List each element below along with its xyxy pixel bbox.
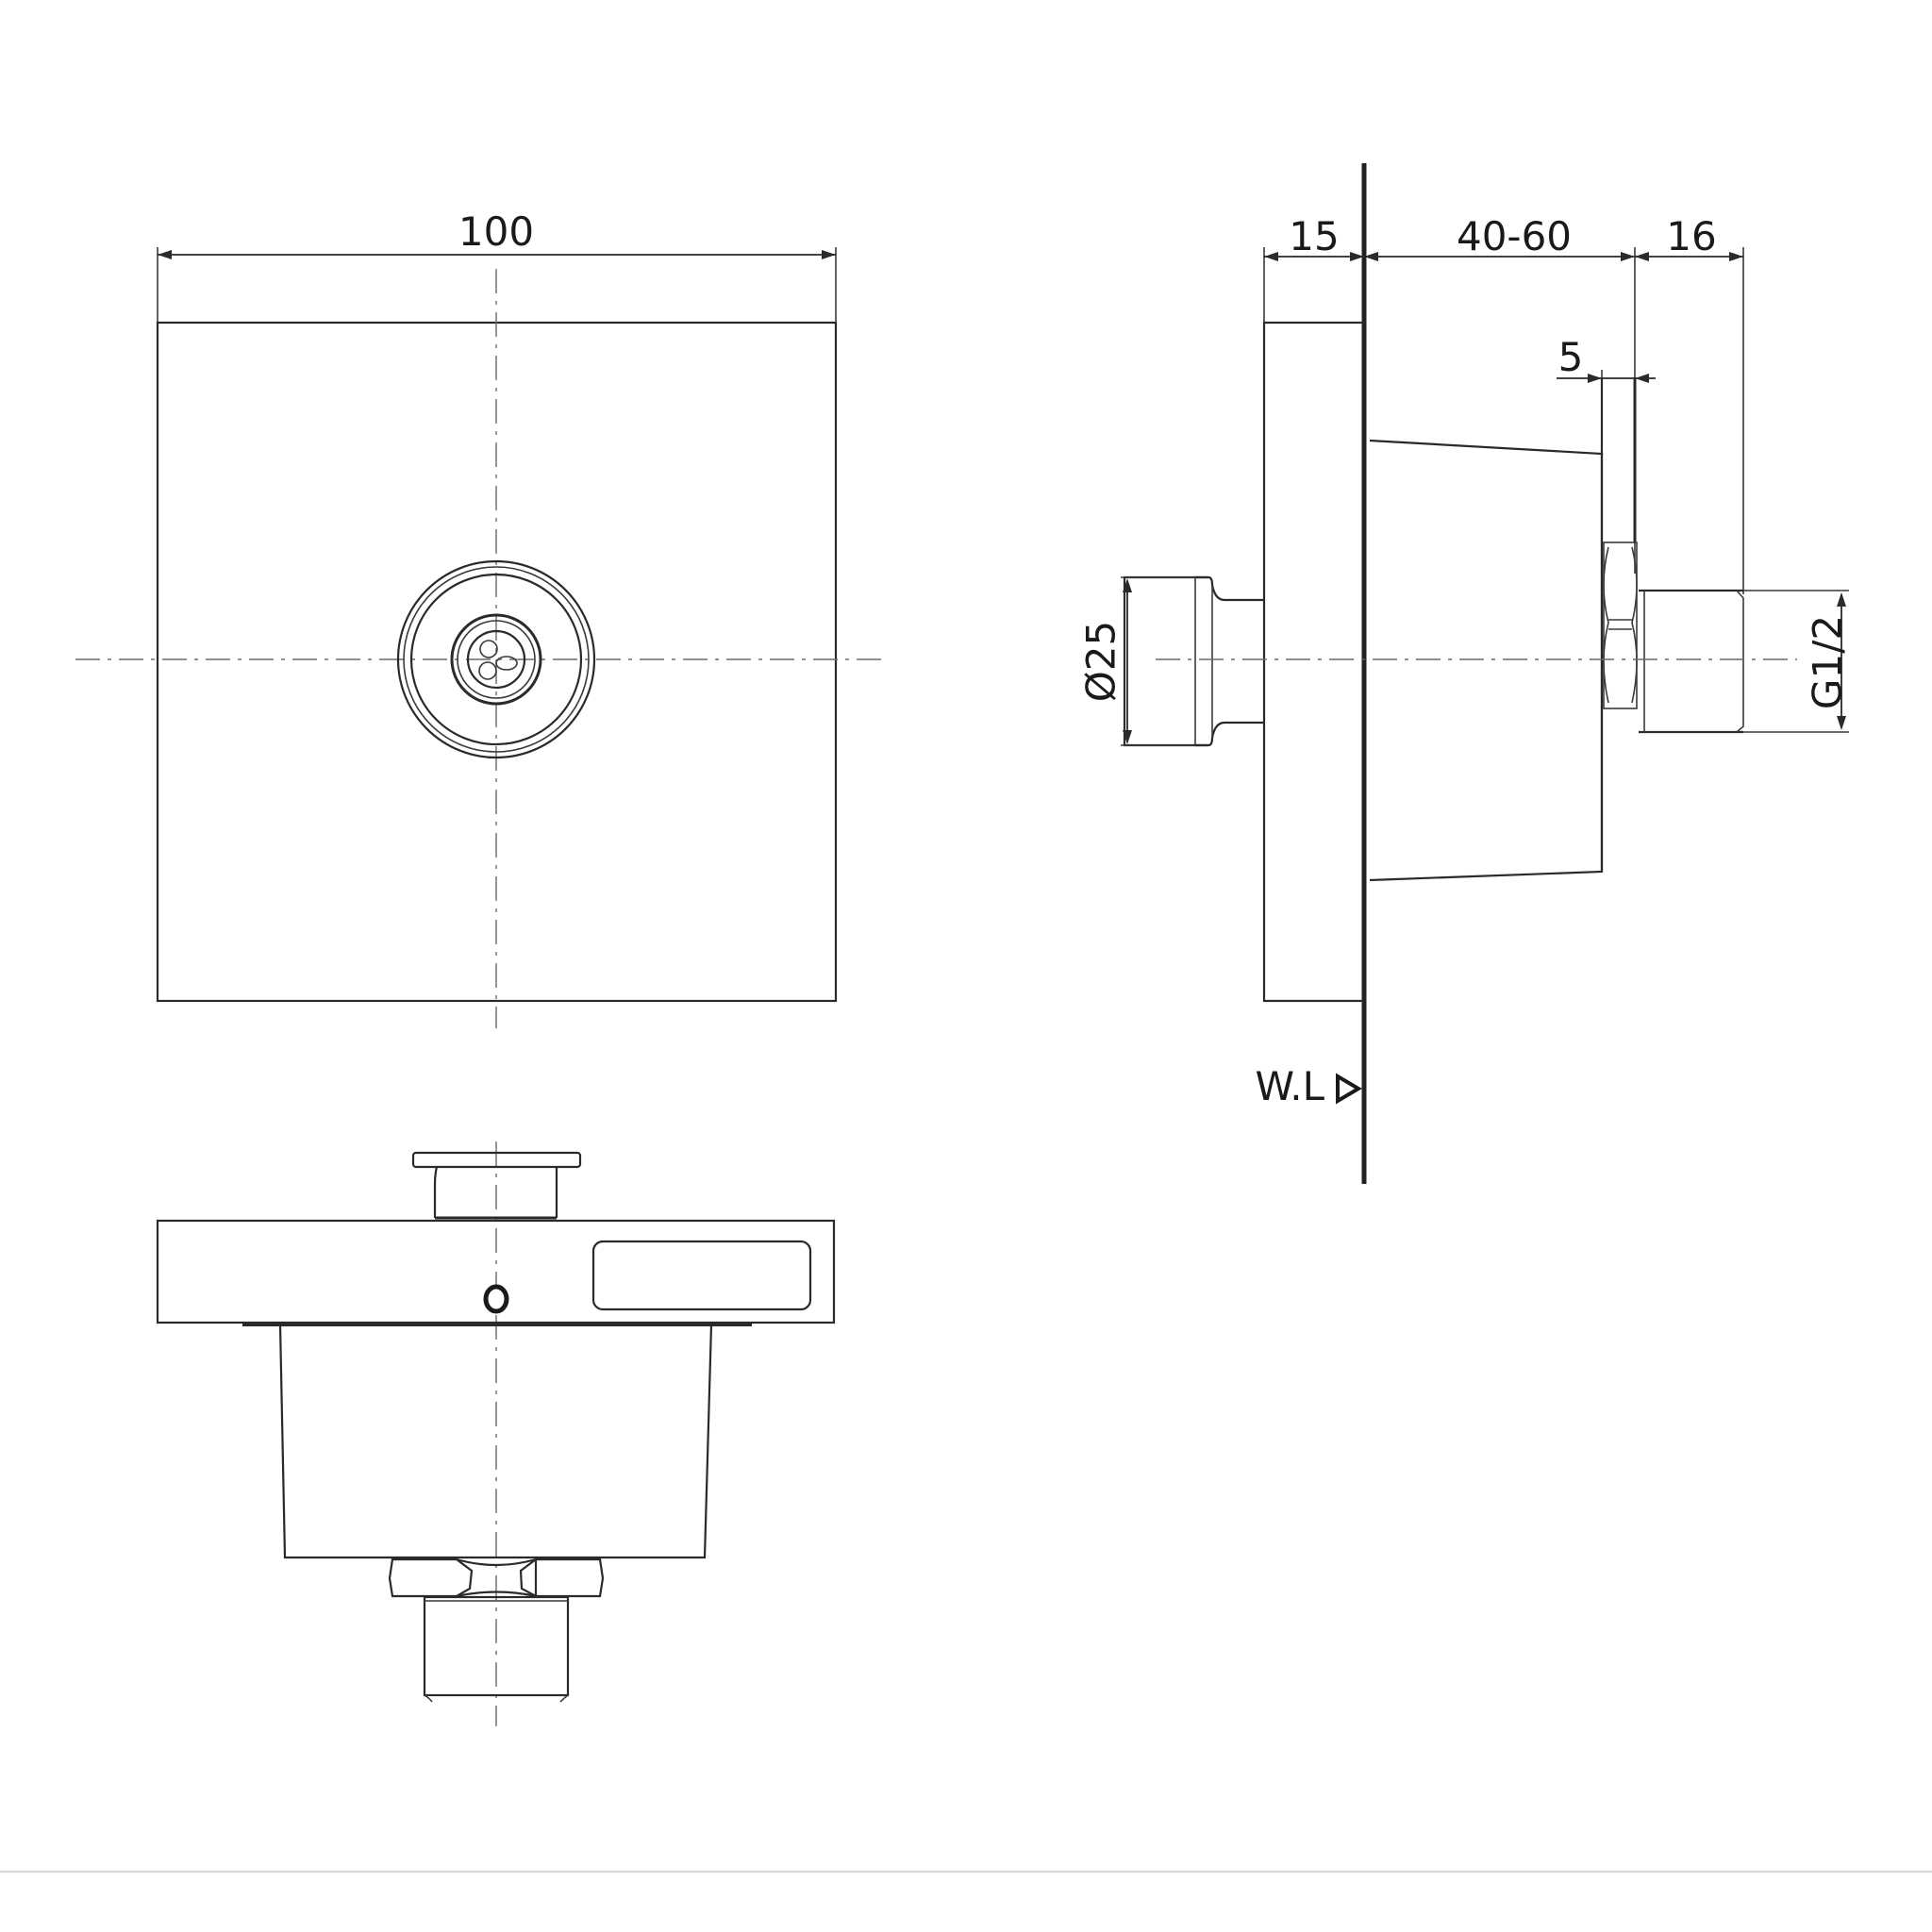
set-screw — [483, 1284, 509, 1314]
wall-level-triangle-icon — [1336, 1073, 1362, 1105]
dimension-chain-top: 15 40-60 16 — [1263, 213, 1744, 594]
dimension-plate-width: 100 — [157, 208, 837, 325]
top-view — [156, 1141, 836, 1726]
side-view: 15 40-60 16 5 — [1078, 163, 1851, 1184]
dimension-thread: G1/2 — [1743, 590, 1851, 733]
nozzle-icon — [478, 640, 518, 680]
plate-thickness-label: 15 — [1289, 213, 1339, 259]
button-diameter-label: Ø25 — [1078, 621, 1124, 703]
button-cap — [411, 1151, 582, 1169]
side-threaded-inlet — [1639, 589, 1744, 734]
thread-label: G1/2 — [1805, 615, 1851, 709]
plate-slot — [591, 1240, 812, 1311]
wall-level-label: W.L — [1256, 1063, 1325, 1109]
push-button — [396, 559, 596, 759]
dimension-flange-offset: 5 — [1557, 334, 1656, 453]
front-view: 100 — [75, 208, 882, 1028]
side-button — [1123, 575, 1264, 747]
wall-level-marker: W.L — [1256, 1063, 1325, 1109]
flange-offset-label: 5 — [1558, 334, 1584, 380]
dimension-button-diameter: Ø25 — [1078, 576, 1193, 746]
side-hex-nut — [1603, 541, 1638, 709]
inlet-length-label: 16 — [1666, 213, 1716, 259]
threaded-inlet — [423, 1595, 570, 1697]
wall-depth-label: 40-60 — [1457, 213, 1572, 259]
valve-body — [1369, 439, 1604, 882]
side-plate — [1262, 321, 1364, 1003]
plate-width-label: 100 — [458, 208, 534, 255]
